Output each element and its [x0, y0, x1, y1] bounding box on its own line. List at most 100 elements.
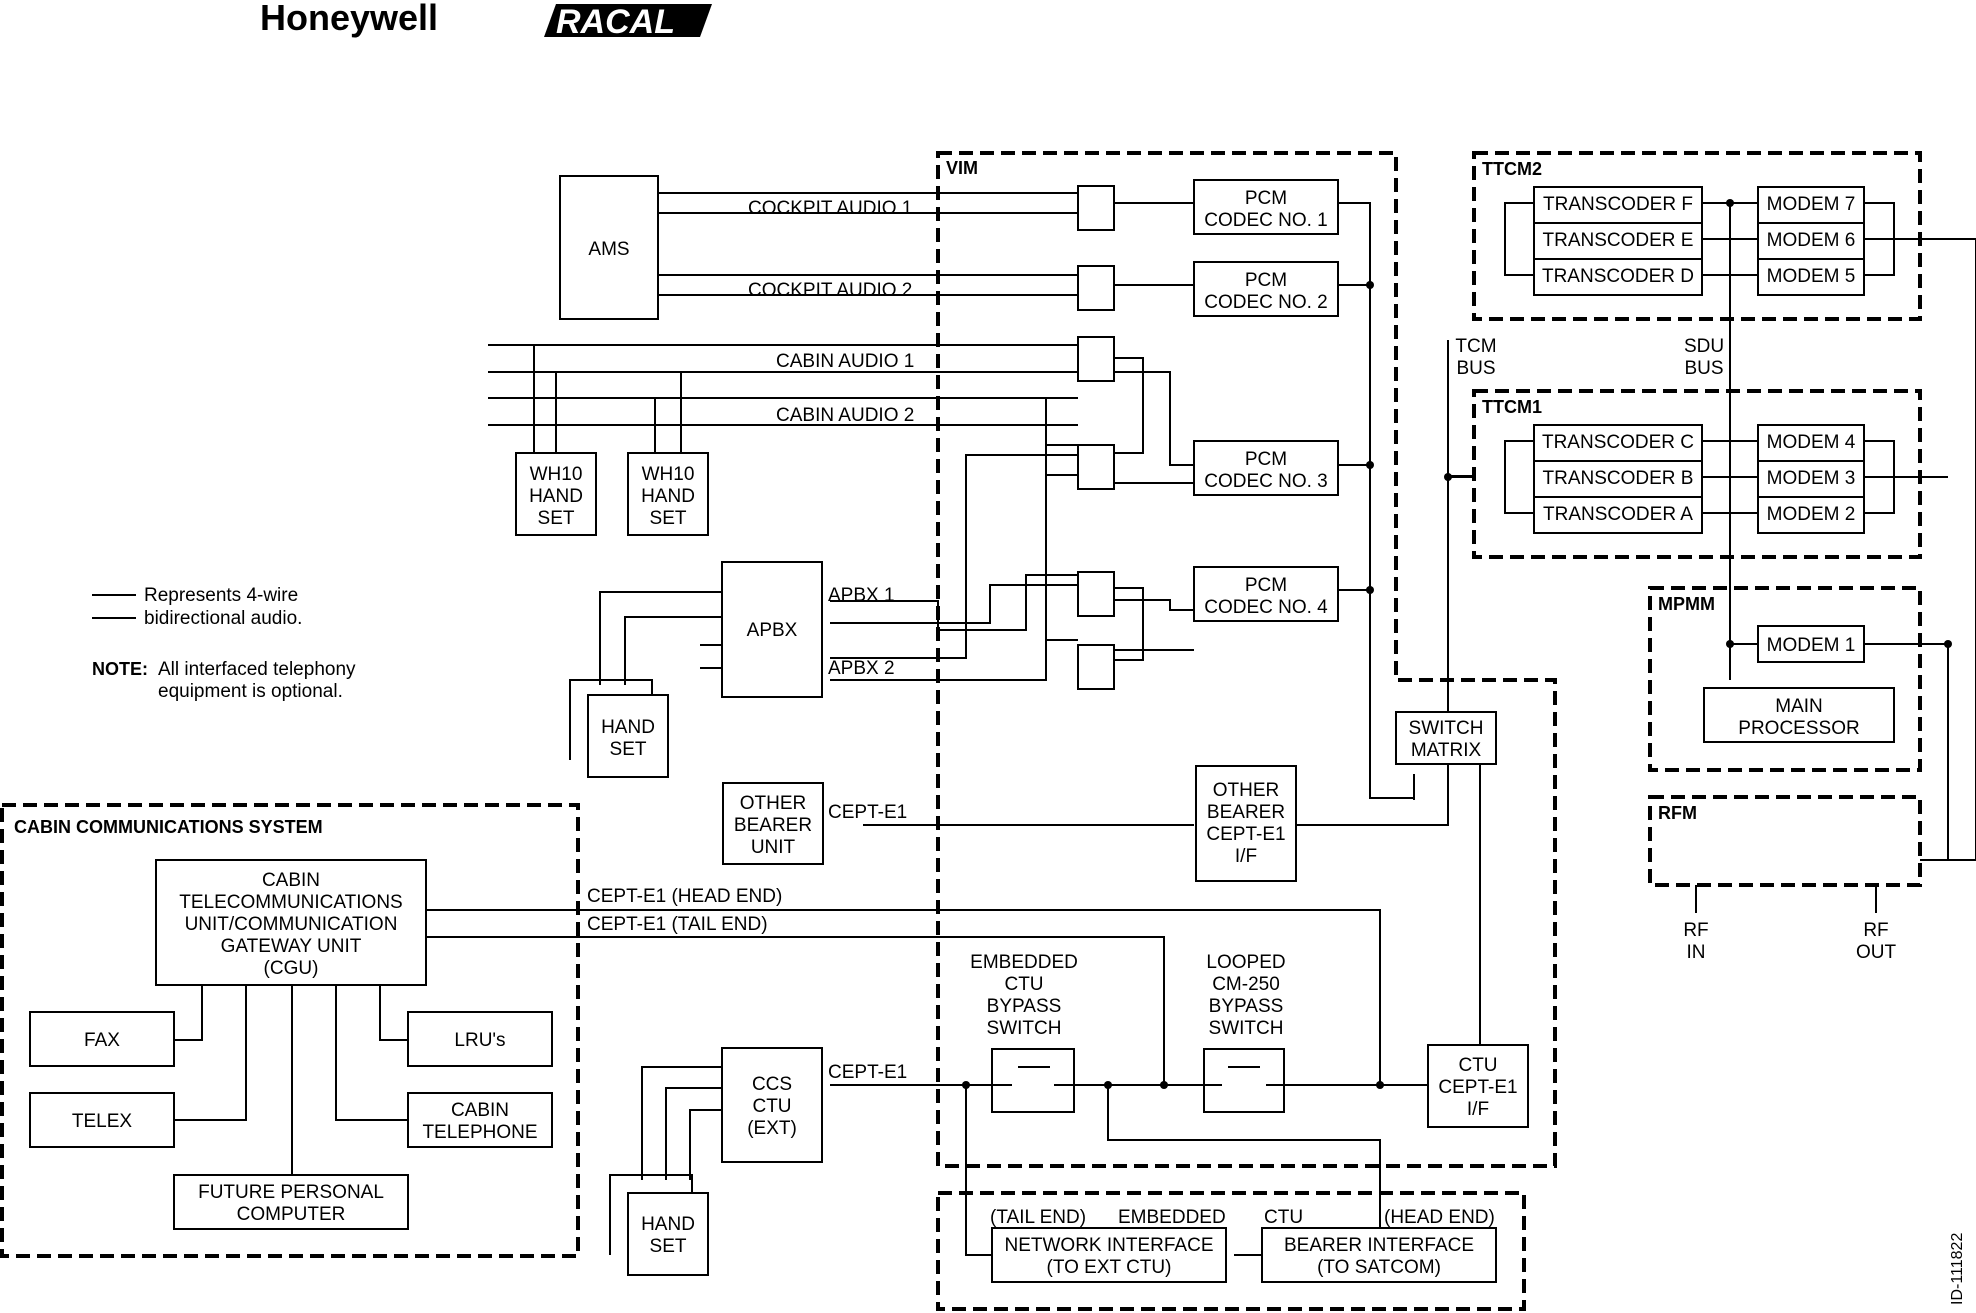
ccs-ctu-line3: (EXT): [747, 1118, 797, 1139]
obif-line2: BEARER: [1207, 802, 1285, 823]
tcm-bus-line1: TCM: [1455, 336, 1496, 357]
ccs-ctu-line2: CTU: [752, 1096, 791, 1117]
legend-line1: Represents 4-wire: [144, 585, 298, 606]
wh10b-line1: WH10: [642, 464, 695, 485]
pcm-codec-3: PCM CODEC NO. 3: [1193, 440, 1339, 496]
modem-3: MODEM 3: [1767, 468, 1856, 489]
obif-line4: I/F: [1235, 846, 1257, 867]
cgu-box: CABIN TELECOMMUNICATIONS UNIT/COMMUNICAT…: [155, 859, 427, 986]
tcm-bus-label: TCM BUS: [1455, 336, 1496, 379]
wh10-handset-1: WH10 HAND SET: [515, 452, 597, 536]
modem-4: MODEM 4: [1767, 432, 1856, 453]
lrus-label: LRU's: [454, 1030, 505, 1051]
apbx-label: APBX: [747, 620, 798, 641]
mpmm-label: MPMM: [1658, 594, 1715, 614]
rf-in-label: RF IN: [1683, 920, 1708, 963]
vim-group: [936, 151, 1557, 1168]
ams-box: AMS: [559, 175, 659, 320]
cgu-line5: (CGU): [264, 958, 319, 979]
modem-7: MODEM 7: [1767, 194, 1856, 215]
ctu-if-line1: CTU: [1458, 1055, 1497, 1076]
looped-cm250-bypass-switch: [1203, 1048, 1285, 1113]
other-bearer-unit: OTHER BEARER UNIT: [722, 782, 824, 865]
bearer-interface-box: BEARER INTERFACE (TO SATCOM): [1261, 1227, 1497, 1283]
switch-matrix-line2: MATRIX: [1411, 740, 1482, 761]
telex-box: TELEX: [29, 1092, 175, 1148]
obu-line1: OTHER: [740, 793, 807, 814]
apbx-handset-line2: SET: [610, 739, 647, 760]
bearer-if-line1: BEARER INTERFACE: [1284, 1235, 1474, 1256]
transcoder-b: TRANSCODER B: [1543, 468, 1694, 489]
cept-e1-tail-label: CEPT-E1 (TAIL END): [587, 914, 768, 935]
ccs-label: CABIN COMMUNICATIONS SYSTEM: [14, 817, 323, 837]
mpmm-group: [1648, 586, 1922, 772]
ctu-if-line3: I/F: [1467, 1099, 1489, 1120]
pcm-codec-4: PCM CODEC NO. 4: [1193, 566, 1339, 622]
transcoder-e: TRANSCODER E: [1543, 230, 1694, 251]
switch-matrix-line1: SWITCH: [1409, 718, 1484, 739]
cgu-line2: TELECOMMUNICATIONS: [179, 892, 402, 913]
embedded-label: EMBEDDED: [1118, 1207, 1226, 1228]
rf-out-label: RF OUT: [1856, 920, 1897, 963]
racal-logo-text: RACAL: [556, 3, 675, 41]
obu-line3: UNIT: [751, 837, 796, 858]
ctu-cept-e1-interface: CTU CEPT-E1 I/F: [1427, 1044, 1529, 1128]
codec2-line1: PCM: [1245, 270, 1287, 291]
sdu-bus-line1: SDU: [1684, 336, 1724, 357]
cabin-telephone-box: CABIN TELEPHONE: [407, 1092, 553, 1148]
ecb-line2: CTU: [1004, 974, 1043, 995]
pcm-codec-2: PCM CODEC NO. 2: [1193, 261, 1339, 317]
future-pc-line1: FUTURE PERSONAL: [198, 1182, 384, 1203]
obif-line1: OTHER: [1213, 780, 1280, 801]
bearer-if-line2: (TO SATCOM): [1317, 1257, 1441, 1278]
ecb-line3: BYPASS: [987, 996, 1062, 1017]
ccs-handset-line1: HAND: [641, 1214, 695, 1235]
network-if-line1: NETWORK INTERFACE: [1004, 1235, 1213, 1256]
figure-id: ID-111822: [1949, 1233, 1966, 1305]
head-end-label: (HEAD END): [1384, 1207, 1495, 1228]
vim-couplers: [1077, 185, 1115, 690]
embedded-ctu-bypass-label: EMBEDDED CTU BYPASS SWITCH: [970, 952, 1078, 1039]
ams-label: AMS: [588, 239, 629, 260]
codec2-line2: CODEC NO. 2: [1204, 292, 1328, 313]
transcoder-d: TRANSCODER D: [1542, 266, 1694, 287]
lcb-line2: CM-250: [1212, 974, 1280, 995]
lrus-box: LRU's: [407, 1011, 553, 1067]
tcm-bus-line2: BUS: [1456, 358, 1495, 379]
telex-label: TELEX: [72, 1111, 133, 1132]
cept-e1-other-label: CEPT-E1: [828, 802, 907, 823]
lcb-line1: LOOPED: [1206, 952, 1285, 973]
looped-cm250-bypass-label: LOOPED CM-250 BYPASS SWITCH: [1206, 952, 1285, 1039]
fax-label: FAX: [84, 1030, 120, 1051]
honeywell-logo: Honeywell: [260, 0, 438, 38]
junction-dots: [962, 199, 1952, 1089]
apbx-2-label: APBX 2: [828, 658, 895, 679]
future-pc-line2: COMPUTER: [237, 1204, 346, 1225]
cgu-line3: UNIT/COMMUNICATION: [185, 914, 398, 935]
lcb-line4: SWITCH: [1209, 1018, 1284, 1039]
main-processor-box: MAIN PROCESSOR: [1703, 687, 1895, 743]
ecb-line4: SWITCH: [987, 1018, 1062, 1039]
network-if-line2: (TO EXT CTU): [1047, 1257, 1172, 1278]
rf-out-line1: RF: [1863, 920, 1888, 941]
other-bearer-interface: OTHER BEARER CEPT-E1 I/F: [1195, 765, 1297, 882]
rf-out-line2: OUT: [1856, 942, 1897, 963]
modem-5: MODEM 5: [1767, 266, 1856, 287]
ccs-handset: HAND SET: [627, 1192, 709, 1276]
ccs-handset-line2: SET: [650, 1236, 687, 1257]
pcm-codec-1: PCM CODEC NO. 1: [1193, 179, 1339, 235]
wh10a-line1: WH10: [530, 464, 583, 485]
ccs-ctu-line1: CCS: [752, 1074, 792, 1095]
sdu-bus-label: SDU BUS: [1684, 336, 1724, 379]
transcoder-f: TRANSCODER F: [1543, 194, 1693, 215]
fax-box: FAX: [29, 1011, 175, 1067]
wh10b-line2: HAND: [641, 486, 695, 507]
cept-e1-ccs-label: CEPT-E1: [828, 1062, 907, 1083]
codec3-line1: PCM: [1245, 449, 1287, 470]
wh10a-line2: HAND: [529, 486, 583, 507]
apbx-1-label: APBX 1: [828, 585, 895, 606]
ccs-ctu-ext: CCS CTU (EXT): [721, 1047, 823, 1163]
legend-line2: bidirectional audio.: [144, 608, 302, 629]
cabin-audio-2-label: CABIN AUDIO 2: [776, 405, 914, 426]
